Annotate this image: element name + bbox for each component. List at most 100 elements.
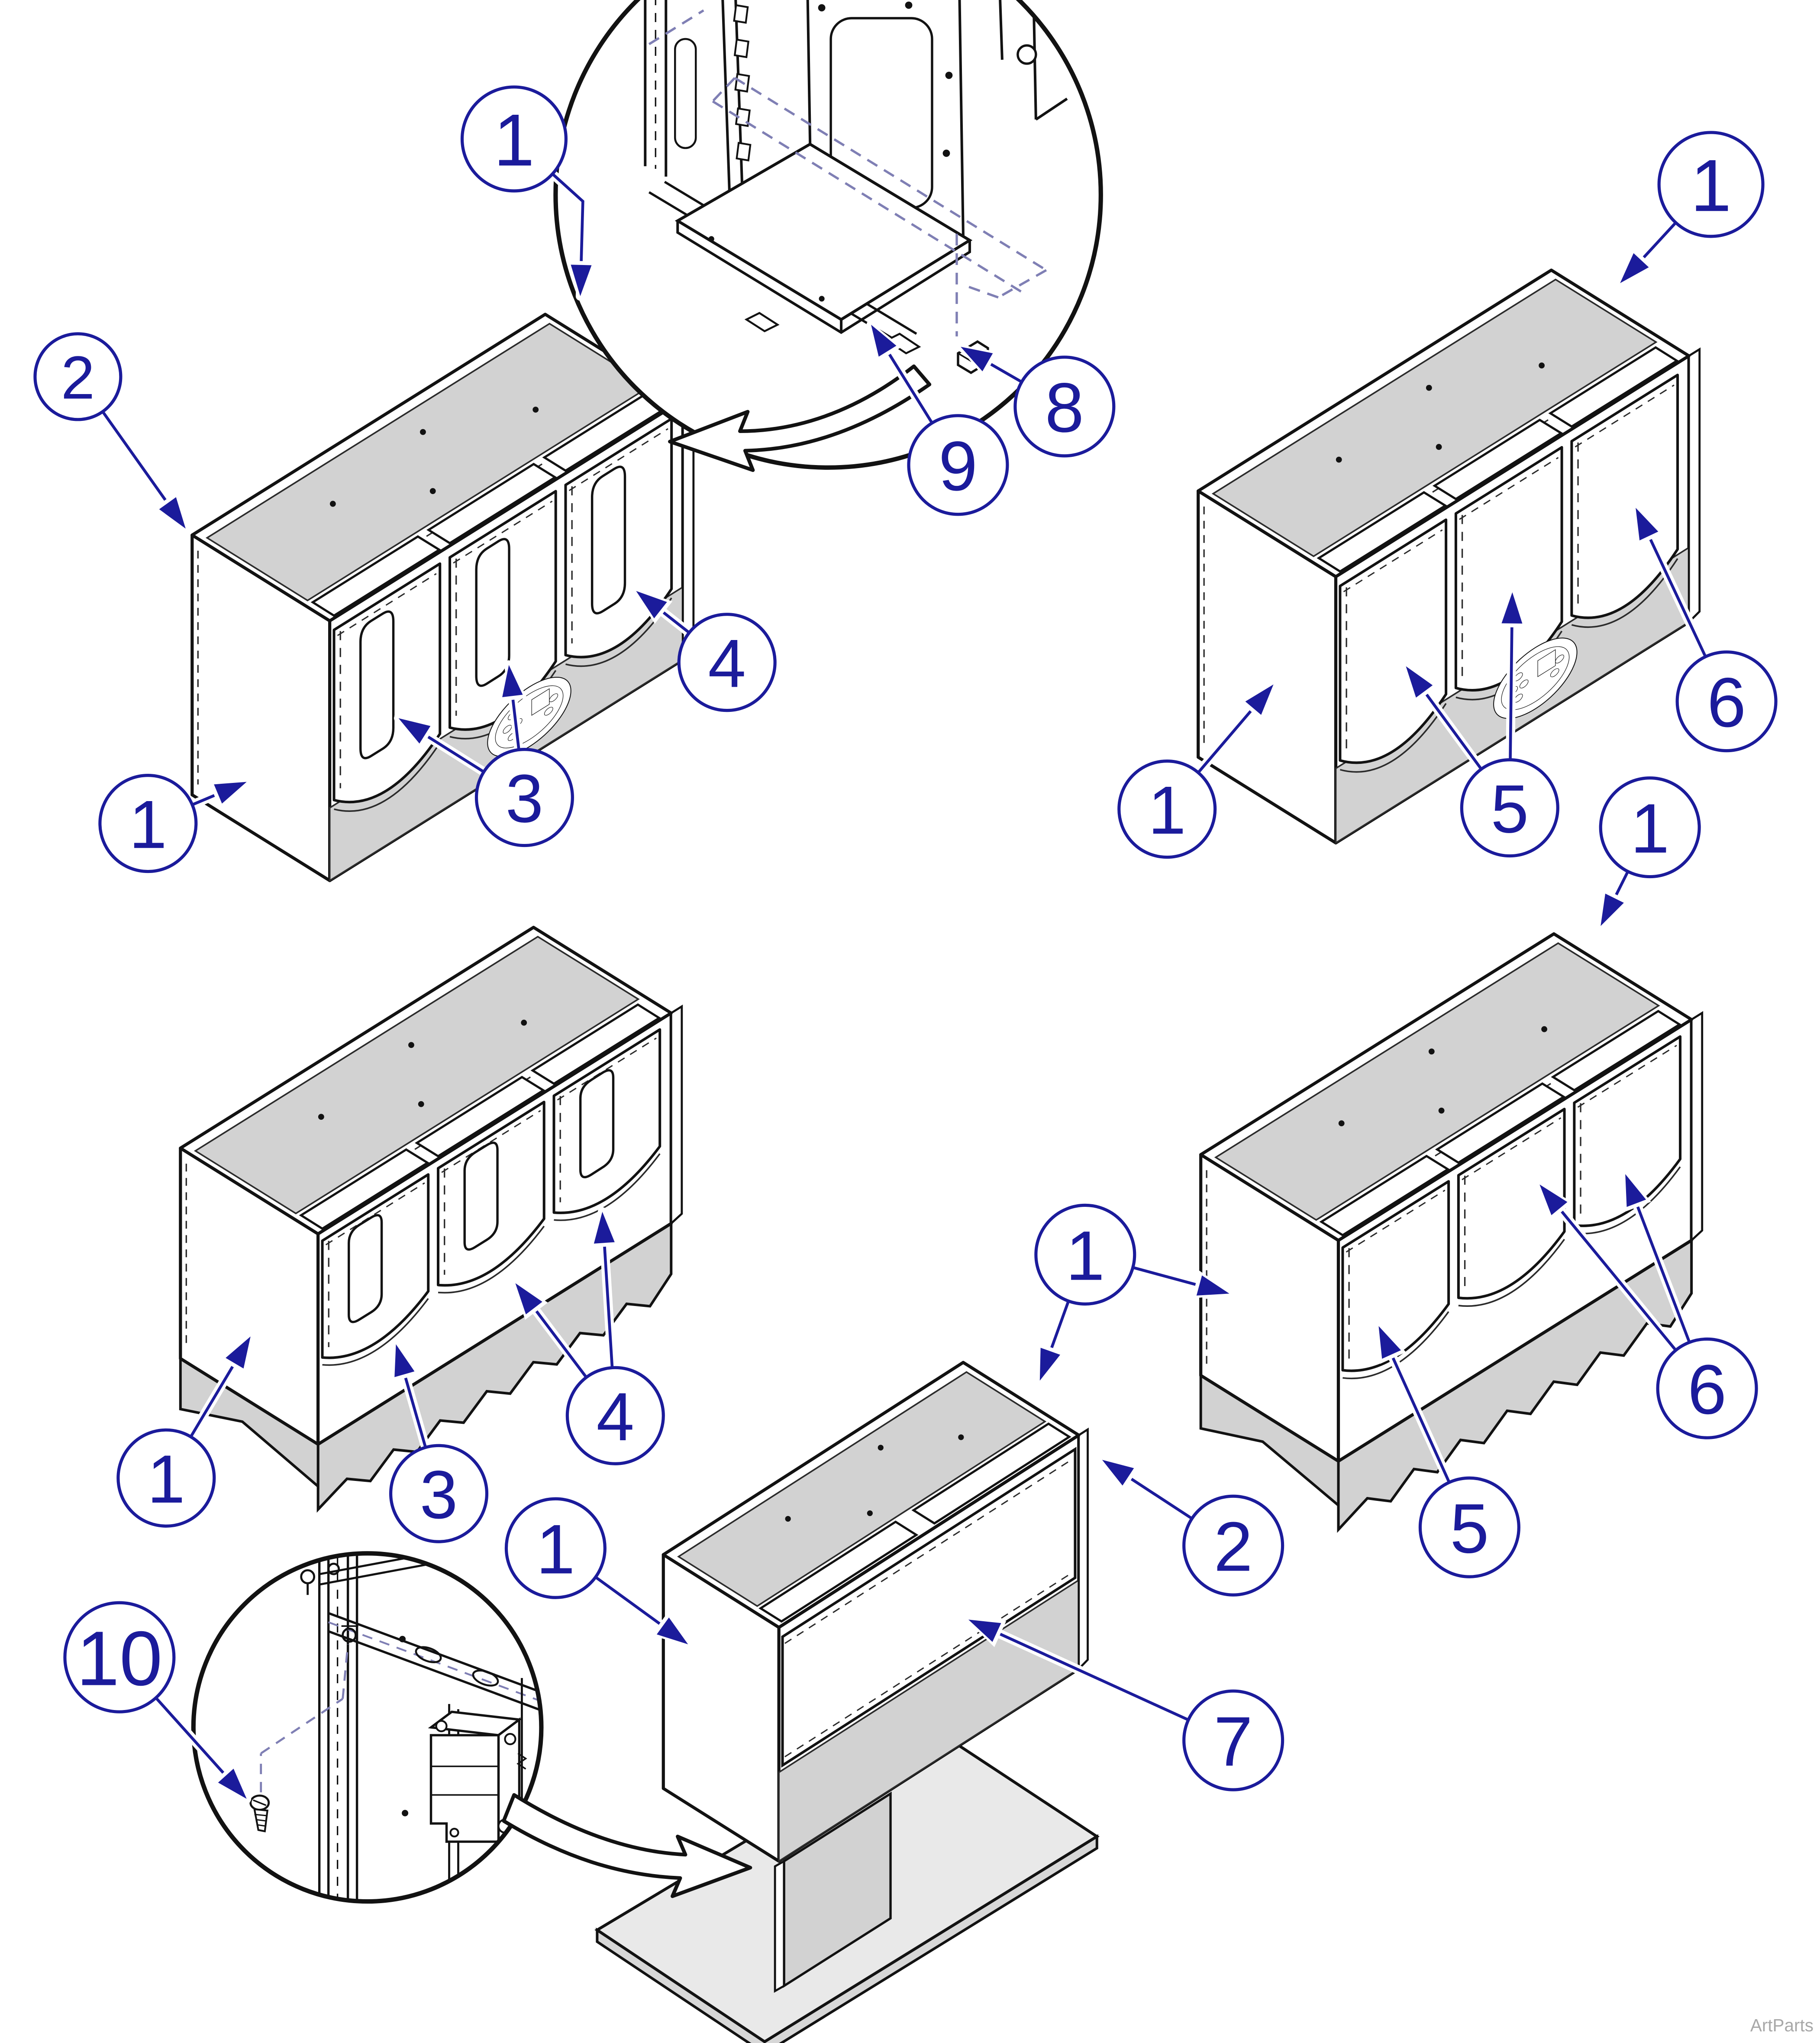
top-trim-rail	[758, 1520, 919, 1623]
arrowhead	[1378, 1326, 1401, 1359]
callout-number: 4	[708, 625, 746, 701]
alignment-dash	[712, 100, 1025, 295]
inset-line	[328, 1630, 542, 1713]
screw-hole	[1436, 444, 1442, 450]
callout-number: 2	[1214, 1508, 1253, 1586]
right-edge	[670, 1004, 683, 1226]
callout-door-mid-right: 5	[1374, 1321, 1520, 1578]
arrowhead	[1539, 1184, 1568, 1215]
inset-line	[1035, 97, 1068, 121]
top-trim-rail	[911, 1422, 1071, 1525]
touchpad-button	[545, 705, 553, 717]
door-shadow-line	[1571, 558, 1678, 628]
arrowhead	[594, 1212, 615, 1244]
hidden-line	[568, 428, 668, 491]
inset-line	[255, 1819, 266, 1822]
shelf-tab	[884, 333, 921, 355]
callout-number: 7	[1214, 1702, 1253, 1781]
top-surface	[677, 1371, 1047, 1607]
arrowhead	[1601, 893, 1624, 926]
keyhole	[327, 1562, 340, 1575]
callout-circle	[389, 1444, 489, 1543]
hidden-line	[1343, 529, 1443, 592]
rivet	[399, 1636, 406, 1642]
callout-circle	[677, 613, 777, 712]
door-shadow-line	[1458, 1238, 1565, 1307]
screw-hole	[1539, 362, 1545, 369]
right-edge	[1690, 1011, 1704, 1243]
callout-number: 1	[147, 1441, 185, 1517]
arrowhead	[502, 665, 523, 698]
hidden-line	[1459, 457, 1559, 520]
top-trim-rail	[310, 535, 442, 617]
callout-number: 2	[61, 343, 95, 411]
rail-slot	[733, 4, 749, 24]
callout-circle	[474, 748, 574, 847]
arrowhead	[1102, 1460, 1134, 1486]
touchpad	[1494, 621, 1577, 735]
callout-circle	[116, 1428, 216, 1528]
touchpad-button	[1520, 678, 1528, 690]
rivet	[905, 1, 913, 9]
alignment-dash	[734, 77, 1047, 272]
hidden-line	[441, 1110, 541, 1173]
callout-number: 1	[129, 786, 167, 863]
screw-hole	[1338, 1120, 1345, 1127]
leader-line	[968, 1618, 1189, 1721]
callout-circle	[1675, 650, 1778, 753]
screw-hole	[708, 236, 714, 242]
alignment-dash	[260, 1698, 343, 1755]
door-shadow-line	[438, 1225, 545, 1294]
top-trim-rail	[1548, 346, 1679, 428]
arrowhead	[214, 782, 247, 804]
flip-door	[1573, 1035, 1682, 1227]
callout-number: 1	[1691, 145, 1732, 227]
callout-circle	[1460, 758, 1559, 858]
arrowhead	[1501, 592, 1523, 624]
terminal-screw	[449, 1828, 459, 1838]
terminal-screw	[504, 1733, 516, 1746]
top-trim-rail	[530, 1003, 662, 1085]
callout-circle	[1013, 356, 1116, 458]
screw-hole	[878, 1445, 884, 1451]
callout-circle	[907, 414, 1009, 516]
callout-circle	[63, 1601, 176, 1713]
arrowhead	[515, 1283, 542, 1315]
callout-number: 10	[76, 1615, 162, 1702]
arrowhead	[226, 1336, 251, 1369]
beam-slot	[415, 1646, 442, 1663]
callout-circle	[1117, 760, 1217, 859]
callout-circle	[565, 1366, 665, 1465]
top-surface	[194, 936, 640, 1215]
arrowhead	[1039, 1348, 1060, 1381]
callout-doors-mid-right: 6	[1535, 1169, 1758, 1439]
touchpad-button	[549, 692, 558, 704]
door-slot	[348, 1214, 383, 1323]
callout-number: 3	[420, 1457, 458, 1533]
callout-cab-top-right-end: 1	[1117, 680, 1278, 859]
callout-number: 1	[1066, 1217, 1105, 1295]
callout-number: 3	[506, 760, 544, 837]
wall-cabinet-top-left	[192, 313, 694, 881]
callout-number: 1	[1148, 772, 1186, 848]
callout-door-slots-mid-b: 4	[510, 1206, 665, 1465]
callout-circle	[504, 1497, 607, 1599]
arrowhead	[218, 1768, 247, 1799]
top-surface	[1214, 942, 1660, 1221]
alignment-dash	[712, 77, 736, 102]
screw-hole	[1428, 1048, 1435, 1055]
top-trim-rail	[1319, 1154, 1450, 1237]
screw-hole	[819, 296, 825, 302]
shelf-tab	[744, 312, 780, 333]
wall-cabinet-middle-left	[179, 925, 683, 1513]
callout-circle	[1599, 776, 1701, 879]
side-cabinet-assembly	[594, 1361, 1100, 2043]
inset-contents	[249, 1553, 542, 1902]
hidden-line	[1577, 1044, 1677, 1108]
callout-number: 1	[494, 99, 535, 181]
callout-shelf: 9	[866, 320, 1009, 516]
rivet	[942, 149, 950, 157]
door-shadow-line	[334, 742, 441, 812]
